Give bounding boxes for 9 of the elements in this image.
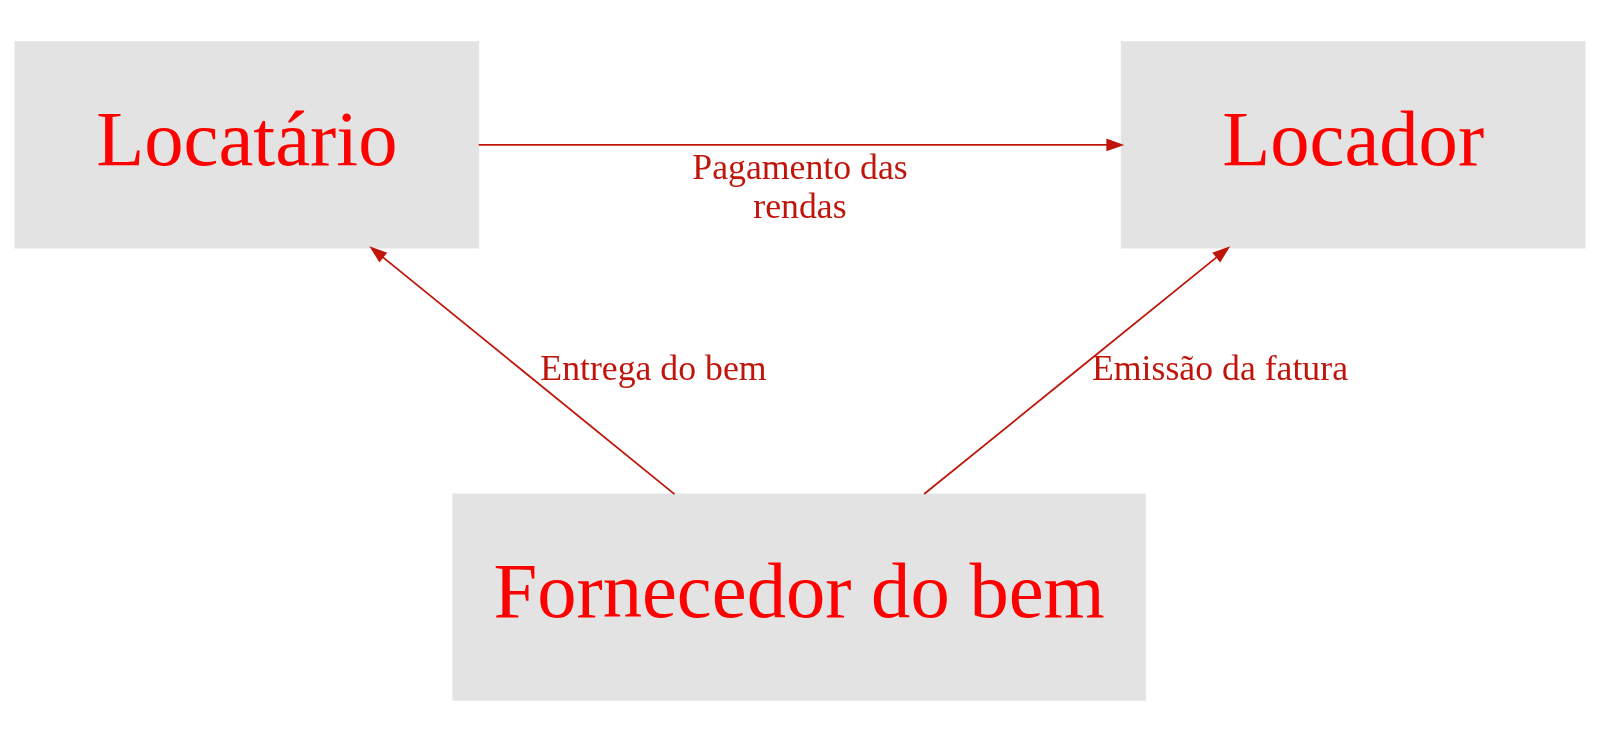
arrow: [369, 246, 676, 495]
node-box: Fornecedor do bem: [452, 493, 1146, 701]
arrow: [477, 138, 1125, 152]
node-box: Locador: [1120, 41, 1586, 249]
arrow: [923, 246, 1231, 495]
edge-label: Emissão da fatura: [1091, 347, 1349, 388]
node-box: Locatário: [14, 41, 480, 249]
edge-label: Entrega do bem: [540, 347, 767, 388]
edge-label: Pagamento das rendas: [692, 146, 908, 227]
